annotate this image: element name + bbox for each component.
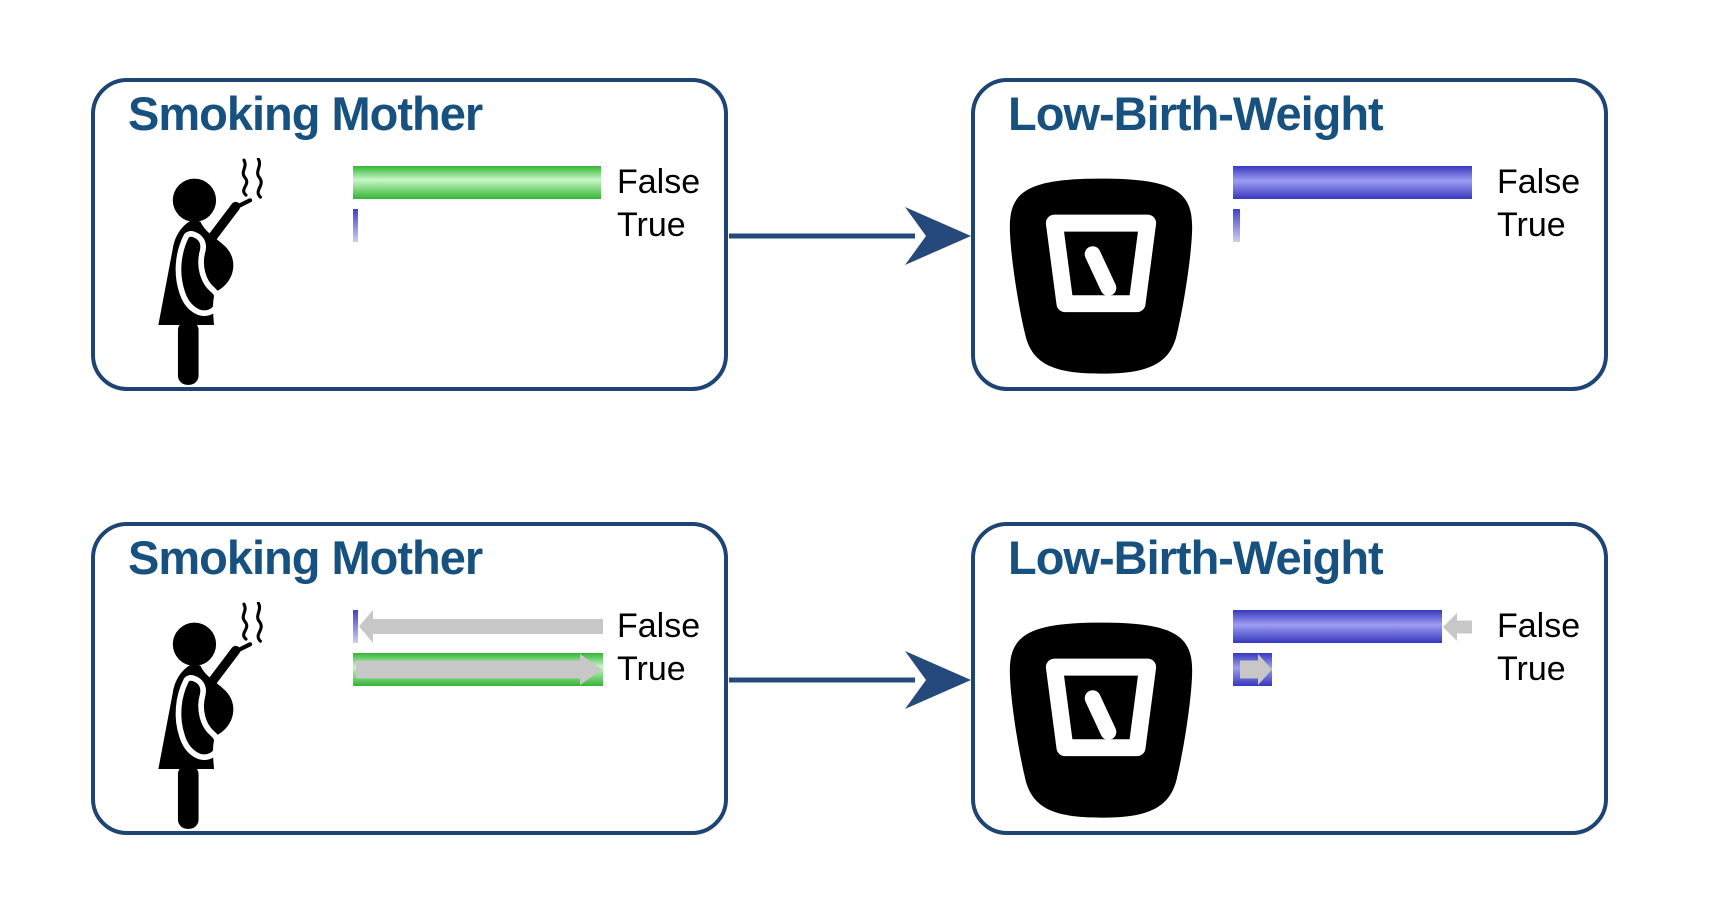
node-title: Low-Birth-Weight xyxy=(1008,87,1384,140)
probability-bar-false xyxy=(1233,610,1442,643)
monitor-row-true: True xyxy=(353,650,700,688)
trend-increase-arrow-icon xyxy=(356,654,602,685)
state-label: True xyxy=(1497,206,1566,244)
monitor-row-true: True xyxy=(353,206,700,244)
monitor-row-true: True xyxy=(1233,650,1580,688)
monitor-row-false: False xyxy=(1233,607,1581,645)
edge-arrow-top xyxy=(729,204,971,273)
bar-area xyxy=(353,653,603,686)
probability-bar-false xyxy=(353,166,601,199)
state-label: False xyxy=(617,163,701,201)
probability-bar-false xyxy=(1233,166,1472,199)
state-label: True xyxy=(617,650,686,688)
bar-area xyxy=(353,209,603,242)
monitor-row-false: False xyxy=(1233,163,1581,201)
node-title: Low-Birth-Weight xyxy=(1008,531,1384,584)
pregnant-smoker-icon xyxy=(151,601,275,834)
state-label: True xyxy=(1497,650,1566,688)
monitor-row-false: False xyxy=(353,163,701,201)
weighing-scale-icon xyxy=(995,166,1207,382)
trend-increase-arrow-icon xyxy=(1240,654,1272,685)
monitor-row-true: True xyxy=(1233,206,1580,244)
probability-tick-true xyxy=(353,209,358,242)
bar-area xyxy=(1233,610,1483,643)
edge-arrow-bottom xyxy=(729,648,971,717)
state-label: False xyxy=(1497,607,1581,645)
bar-area xyxy=(1233,653,1483,686)
pregnant-smoker-icon xyxy=(151,157,275,390)
monitor-row-false: False xyxy=(353,607,701,645)
bar-area xyxy=(353,610,603,643)
trend-decrease-arrow-icon xyxy=(1443,612,1472,641)
probability-tick-true xyxy=(1233,209,1240,242)
probability-tick-false xyxy=(353,610,358,643)
bar-area xyxy=(353,166,603,199)
node-title: Smoking Mother xyxy=(128,531,483,584)
bar-area xyxy=(1233,166,1483,199)
state-label: True xyxy=(617,206,686,244)
node-title: Smoking Mother xyxy=(128,87,483,140)
bar-area xyxy=(1233,209,1483,242)
state-label: False xyxy=(1497,163,1581,201)
trend-decrease-arrow-icon xyxy=(359,610,603,643)
weighing-scale-icon xyxy=(995,610,1207,826)
state-label: False xyxy=(617,607,701,645)
